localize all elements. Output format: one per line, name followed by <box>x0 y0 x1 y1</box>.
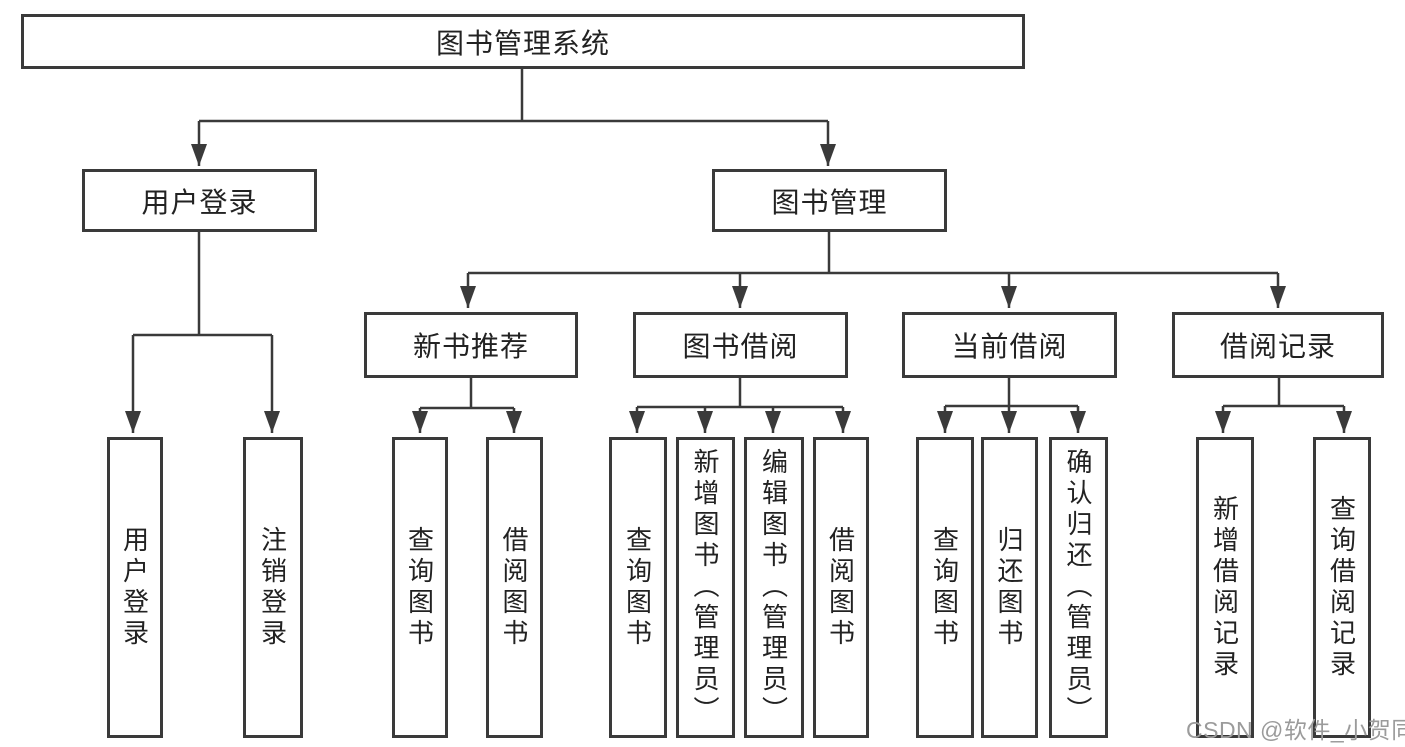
node-borrow-record: 借阅记录 <box>1172 312 1384 378</box>
node-current-borrow: 当前借阅 <box>902 312 1117 378</box>
node-leaf-edit-books-admin: 编辑图书（管理员） <box>744 437 804 738</box>
node-leaf-query-books-current: 查询图书 <box>916 437 974 738</box>
node-leaf-query-books-recommend: 查询图书 <box>392 437 448 738</box>
node-leaf-borrow-books: 借阅图书 <box>813 437 869 738</box>
node-leaf-user-login: 用户登录 <box>107 437 163 738</box>
node-root-system: 图书管理系统 <box>21 14 1025 69</box>
node-leaf-query-books-borrow: 查询图书 <box>609 437 667 738</box>
node-leaf-query-borrow-record: 查询借阅记录 <box>1313 437 1371 738</box>
node-leaf-add-books-admin: 新增图书（管理员） <box>676 437 735 738</box>
node-leaf-return-books: 归还图书 <box>981 437 1038 738</box>
node-user-login-module: 用户登录 <box>82 169 317 232</box>
node-leaf-confirm-return-admin: 确认归还（管理员） <box>1049 437 1108 738</box>
node-leaf-borrow-books-recommend: 借阅图书 <box>486 437 543 738</box>
node-leaf-add-borrow-record: 新增借阅记录 <box>1196 437 1254 738</box>
node-new-book-recommend: 新书推荐 <box>364 312 578 378</box>
node-book-borrow: 图书借阅 <box>633 312 848 378</box>
node-book-management-module: 图书管理 <box>712 169 947 232</box>
watermark: CSDN @软件_小贺同学 <box>1186 717 1405 743</box>
node-leaf-logout: 注销登录 <box>243 437 303 738</box>
